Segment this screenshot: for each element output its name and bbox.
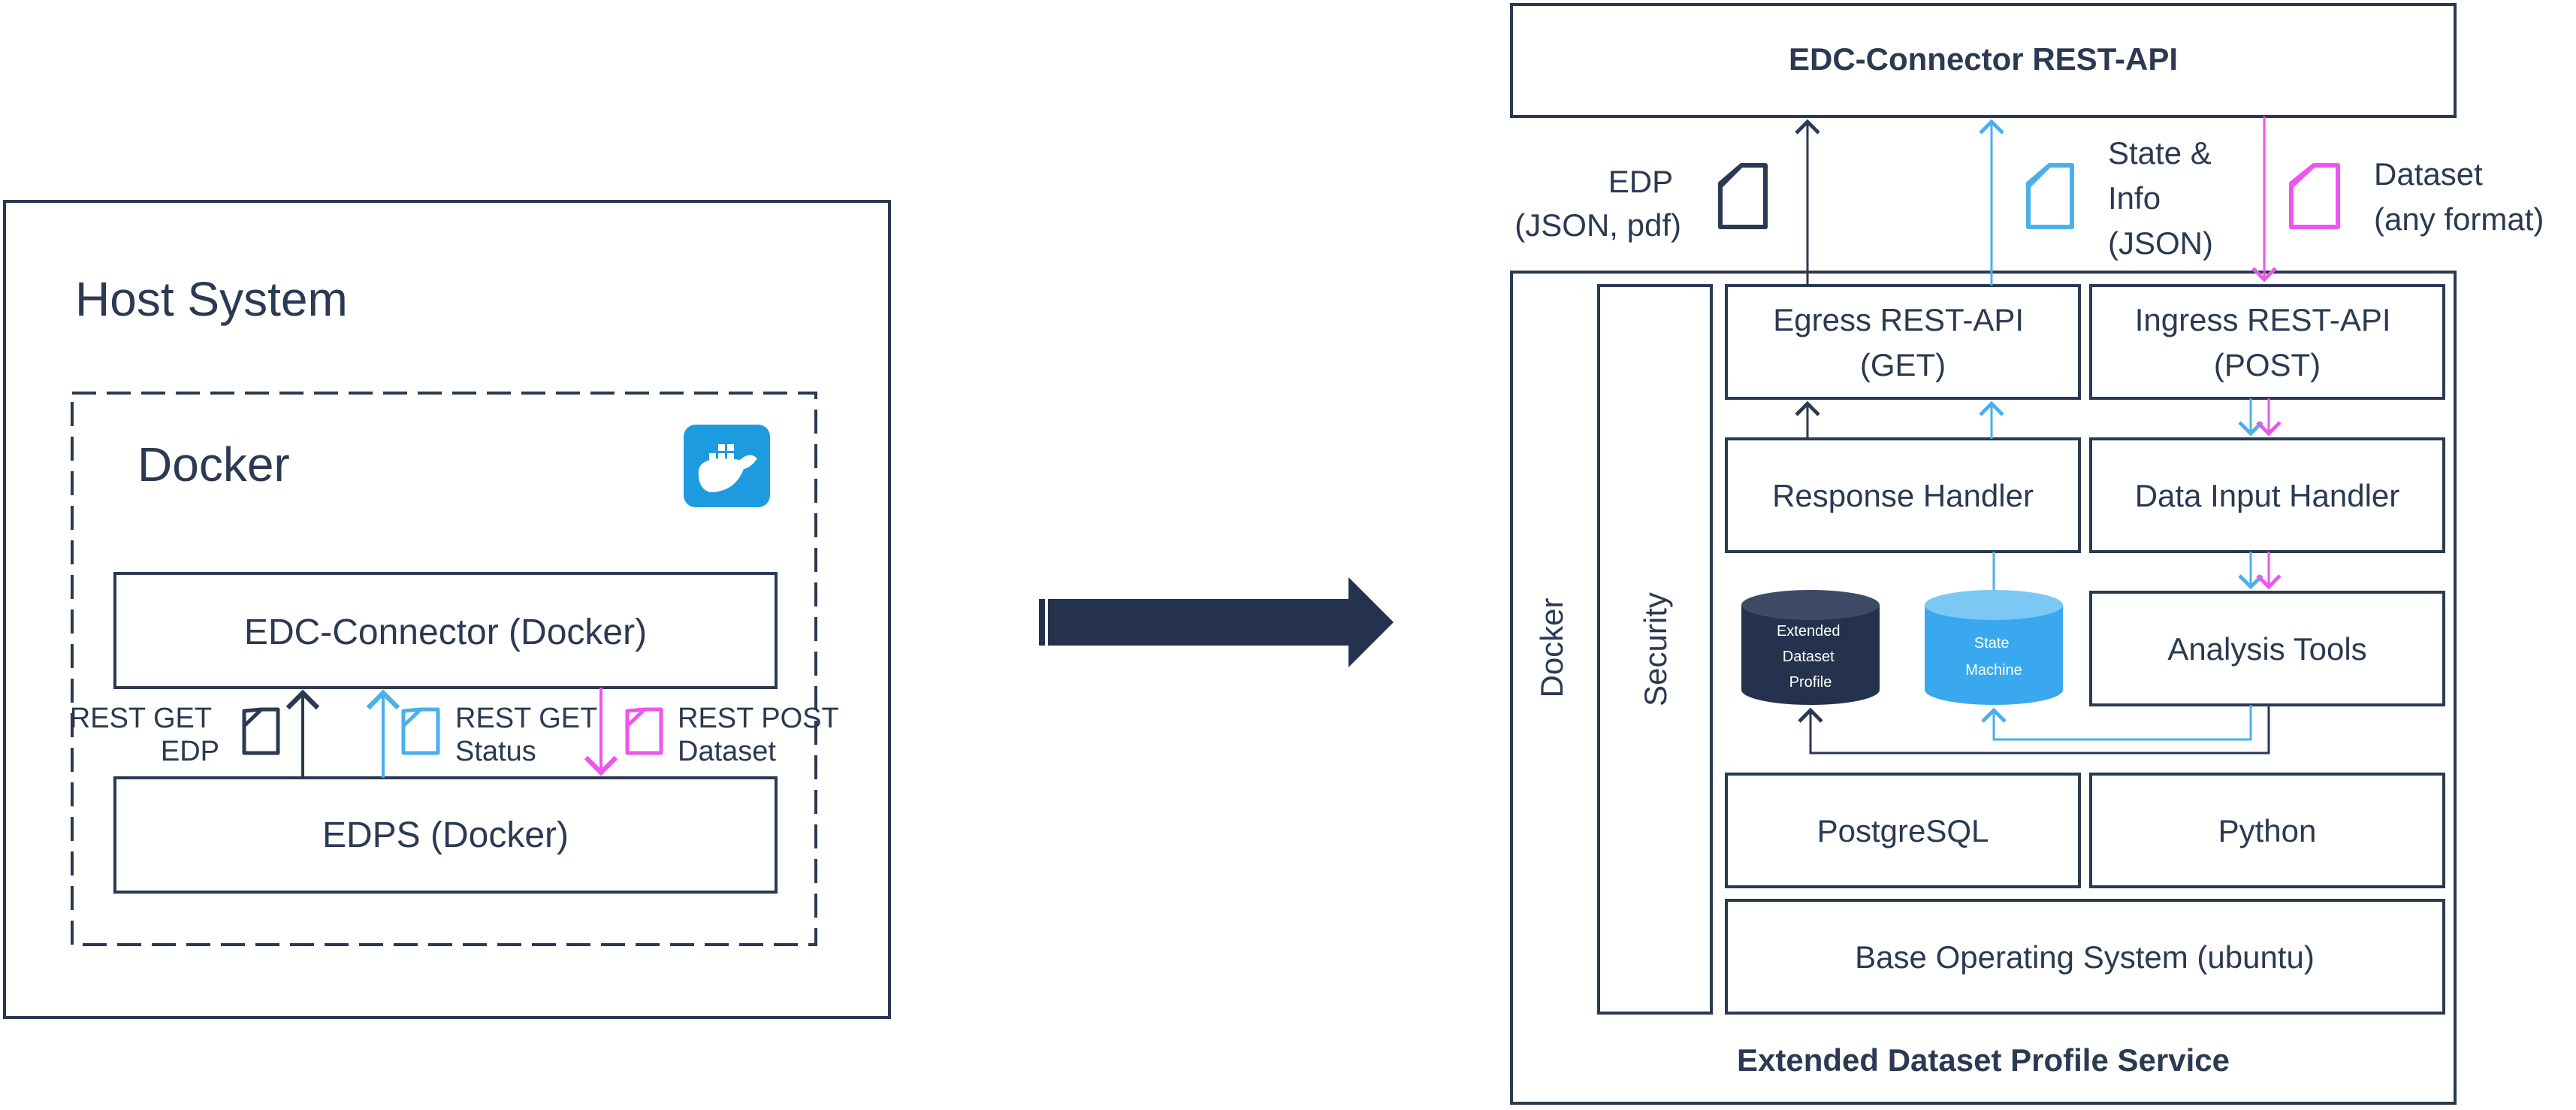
docker-logo-icon [684, 425, 770, 507]
edp-document-icon [1718, 163, 1768, 229]
rest-get-status-label: REST GET Status [455, 703, 605, 767]
state-machine-db-icon: State Machine [1925, 590, 2063, 705]
analysis-tools-label: Analysis Tools [2167, 631, 2366, 667]
security-box [1597, 284, 1713, 1015]
host-system-diagram: Host System Docker EDC-Connector (Docker… [3, 200, 891, 1019]
rest-get-edp-label: REST GET EDP [70, 703, 219, 767]
dataset-document-icon [625, 707, 663, 755]
python-label: Python [2218, 813, 2317, 848]
analysis-tools-box [2089, 591, 2445, 706]
data-input-handler-label: Data Input Handler [2135, 478, 2400, 513]
transition-arrow-icon [1039, 577, 1394, 667]
host-system-box [3, 200, 891, 1019]
edc-connector-box [113, 572, 778, 689]
rest-post-dataset-label: REST POST Dataset [678, 703, 847, 767]
ingress-api-box [2089, 284, 2445, 400]
docker-container-box [71, 392, 817, 946]
response-handler-label: Response Handler [1772, 478, 2034, 513]
docker-title: Docker [137, 437, 290, 491]
edps-label: EDPS (Docker) [322, 815, 569, 855]
svg-text:State Machine: State Machine [1965, 635, 2022, 679]
edps-service-box [1510, 271, 2457, 1105]
egress-api-box [1725, 284, 2081, 400]
edps-architecture-diagram: EDC-Connector REST-API EDP (JSON, pdf) S… [1510, 3, 2544, 1105]
python-box [2089, 773, 2445, 888]
host-system-title: Host System [75, 272, 348, 326]
security-vertical-label: Security [1638, 592, 1673, 706]
extended-profile-db-icon: Extended Dataset Profile [1741, 590, 1880, 705]
base-os-label: Base Operating System (ubuntu) [1855, 939, 2315, 975]
postgresql-box [1725, 773, 2081, 888]
edp-doc-label: EDP (JSON, pdf) [1514, 164, 1681, 243]
dataset-doc-icon [2289, 163, 2340, 229]
service-title: Extended Dataset Profile Service [1737, 1042, 2230, 1078]
edc-connector-label: EDC-Connector (Docker) [244, 612, 647, 652]
edc-rest-api-title: EDC-Connector REST-API [1789, 41, 2178, 77]
status-document-icon [401, 707, 440, 755]
edc-rest-api-box [1510, 3, 2457, 118]
analysis-to-state-db-line [1981, 705, 2252, 741]
egress-api-label: Egress REST-API (GET) [1773, 302, 2032, 383]
data-input-handler-box [2089, 437, 2445, 553]
analysis-to-extended-db-line [1798, 705, 2270, 755]
state-doc-label: State & Info (JSON) [2108, 135, 2220, 261]
response-handler-box [1725, 437, 2081, 553]
docker-vertical-label: Docker [1534, 597, 1569, 697]
svg-text:Extended Dataset: Extended Dataset Profile [1777, 623, 1844, 691]
state-document-icon [2026, 163, 2074, 229]
dataset-doc-label: Dataset (any format) [2374, 156, 2544, 237]
document-icon [242, 707, 280, 755]
postgresql-label: PostgreSQL [1817, 813, 1989, 848]
base-os-box [1725, 899, 2445, 1015]
ingress-api-label: Ingress REST-API (POST) [2135, 302, 2399, 383]
edps-box [113, 776, 778, 894]
